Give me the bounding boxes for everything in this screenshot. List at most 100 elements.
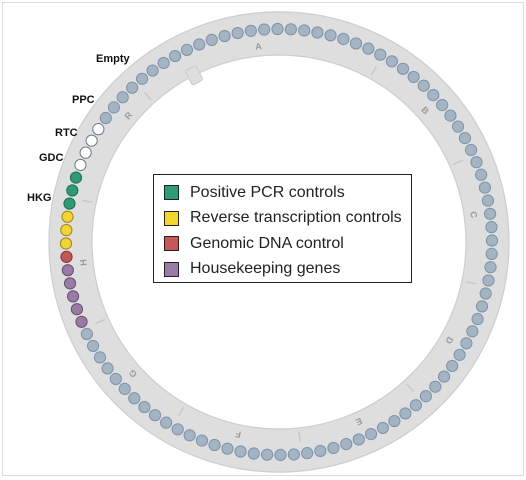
well-hkg (75, 315, 88, 328)
well (340, 438, 353, 451)
well (475, 168, 488, 181)
section-divider-3 (406, 383, 415, 392)
well (86, 339, 100, 353)
well (471, 312, 484, 326)
well (146, 64, 159, 77)
well-ppc (63, 197, 76, 210)
legend-label-gdc: Genomic DNA control (190, 234, 344, 252)
well (311, 26, 324, 39)
legend-item-rtc: Reverse transcription controls (164, 206, 411, 232)
section-divider-0 (370, 65, 378, 76)
section-letter-h: H (78, 259, 89, 267)
legend-label-rtc: Reverse transcription controls (190, 209, 402, 227)
section-letter-d: D (443, 335, 455, 346)
well (271, 22, 284, 36)
well (99, 111, 112, 125)
well-empty (92, 123, 105, 136)
well (429, 380, 442, 393)
well (362, 42, 375, 55)
well (128, 392, 141, 405)
well (352, 433, 365, 446)
legend: Positive PCR controls Reverse transcript… (153, 174, 412, 283)
well (481, 194, 495, 207)
legend-swatch-rtc (164, 210, 179, 226)
section-divider-8 (143, 92, 152, 101)
well-gdc (60, 250, 73, 263)
well (482, 274, 495, 287)
section-letter-g: G (127, 368, 139, 380)
legend-item-ppc: Positive PCR controls (164, 180, 411, 206)
well (485, 247, 498, 260)
well (464, 143, 478, 157)
well (484, 261, 497, 274)
well-empty (79, 146, 92, 159)
legend-item-hkg: Housekeeping genes (164, 257, 411, 283)
well (195, 434, 209, 447)
section-divider-4 (298, 431, 301, 442)
well-hkg (61, 264, 74, 277)
well-ppc (66, 184, 79, 197)
well (484, 207, 497, 220)
well (258, 23, 271, 36)
well (451, 120, 465, 133)
well-empty (74, 158, 87, 172)
section-letter-b: B (419, 105, 431, 117)
well (93, 351, 107, 364)
well (349, 37, 363, 50)
well (396, 62, 410, 75)
well (205, 33, 218, 46)
well (301, 447, 314, 460)
well (419, 390, 432, 403)
legend-swatch-hkg (164, 261, 179, 277)
rotor-notch (185, 65, 203, 86)
well (444, 109, 457, 122)
well (298, 24, 311, 37)
well (126, 81, 139, 94)
well-label-hkg: HKG (27, 192, 51, 204)
section-divider-6 (95, 319, 105, 325)
well (407, 70, 420, 84)
well (417, 79, 430, 92)
well (180, 43, 194, 57)
well (466, 325, 479, 338)
section-letter-a: A (255, 41, 263, 52)
well (116, 91, 129, 104)
well (364, 427, 378, 441)
well (244, 24, 257, 37)
legend-item-gdc: Genomic DNA control (164, 231, 411, 257)
well (374, 48, 387, 61)
well (118, 382, 131, 395)
well-label-empty: Empty (96, 53, 131, 65)
well-empty (85, 134, 98, 147)
well (479, 287, 492, 300)
section-letter-c: C (468, 211, 479, 219)
well (437, 370, 451, 383)
well (208, 438, 221, 452)
well (168, 49, 182, 63)
well (287, 448, 300, 461)
well-label-ppc: PPC (72, 94, 95, 106)
section-letter-e: E (354, 416, 364, 428)
section-divider-2 (465, 281, 476, 285)
well (470, 156, 483, 169)
well-label-gdc: GDC (39, 152, 64, 164)
legend-label-ppc: Positive PCR controls (190, 183, 345, 201)
well (436, 98, 449, 112)
well (314, 444, 327, 458)
well (109, 372, 122, 386)
well (135, 72, 149, 85)
rotor-ring (48, 11, 510, 473)
legend-label-hkg: Housekeeping genes (190, 260, 341, 278)
well-hkg (63, 277, 77, 290)
well (485, 221, 498, 234)
well-hkg (66, 290, 80, 303)
well (458, 131, 472, 145)
well (160, 416, 173, 429)
well-rtc (60, 224, 73, 237)
well (183, 429, 196, 442)
well (485, 234, 499, 247)
well (107, 101, 121, 114)
